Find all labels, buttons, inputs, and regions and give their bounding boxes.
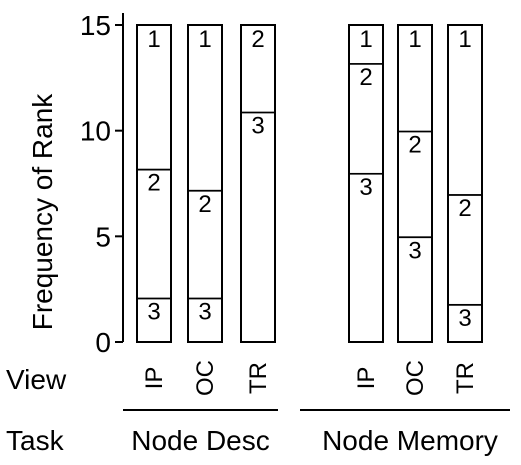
segment-rank-label: 2 (359, 64, 372, 91)
bar-segment (448, 25, 482, 195)
y-tick-label: 0 (95, 327, 111, 358)
bar-outline (397, 24, 433, 343)
y-tick-label: 10 (80, 116, 111, 147)
task-group-label: Node Memory (322, 425, 498, 456)
segment-rank-label: 1 (408, 26, 421, 53)
bar-segment (241, 111, 275, 342)
view-row-label: View (6, 364, 67, 395)
plot-area: 0 5 10 15 3 2 1IP 3 2 1OC 3 2TR Node Desc 3 2 1IP 3 2 1OC 3… (80, 10, 510, 456)
segment-rank-label: 2 (198, 191, 211, 218)
task-group-label: Node Desc (131, 425, 270, 456)
bar-outline (187, 24, 223, 343)
segment-rank-label: 1 (198, 26, 211, 53)
segment-rank-label: 2 (458, 195, 471, 222)
view-category-label: OC (192, 360, 219, 396)
y-tick-label: 15 (80, 10, 111, 41)
segment-rank-label: 2 (408, 132, 421, 159)
segment-rank-label: 3 (408, 237, 421, 264)
segment-rank-label: 3 (359, 174, 372, 201)
segment-rank-label: 3 (251, 113, 264, 140)
bar-segment (137, 168, 171, 298)
bar-segment (448, 194, 482, 304)
segment-rank-label: 3 (198, 299, 211, 326)
segment-rank-label: 2 (147, 170, 160, 197)
view-category-label: TR (452, 362, 479, 394)
bar-segment (398, 25, 432, 131)
view-category-label: IP (141, 367, 168, 390)
bar-segment (349, 172, 383, 342)
bar-outline (447, 24, 483, 343)
segment-rank-label: 2 (251, 26, 264, 53)
y-axis-label: Frequency of Rank (27, 93, 58, 331)
bar-segment (188, 297, 222, 342)
segment-rank-label: 1 (359, 26, 372, 53)
segment-rank-label: 1 (147, 26, 160, 53)
bar-outline (136, 24, 172, 343)
bar-segment (448, 303, 482, 342)
view-category-label: OC (402, 360, 429, 396)
task-row-label: Task (6, 425, 65, 456)
bar-segment (349, 25, 383, 64)
bar-outline (348, 24, 384, 343)
bar-segment (188, 189, 222, 298)
y-tick-label: 5 (95, 221, 111, 252)
segment-rank-label: 1 (458, 26, 471, 53)
bar-segment (241, 25, 275, 112)
bar-segment (137, 297, 171, 342)
segment-rank-label: 3 (458, 305, 471, 332)
bar-outline (240, 24, 276, 343)
bar-segment (188, 25, 222, 190)
view-category-label: IP (353, 367, 380, 390)
bar-segment (398, 236, 432, 342)
view-category-label: TR (245, 362, 272, 394)
bar-segment (137, 25, 171, 169)
bar-segment (349, 63, 383, 173)
bar-segment (398, 130, 432, 237)
segment-rank-label: 3 (147, 299, 160, 326)
